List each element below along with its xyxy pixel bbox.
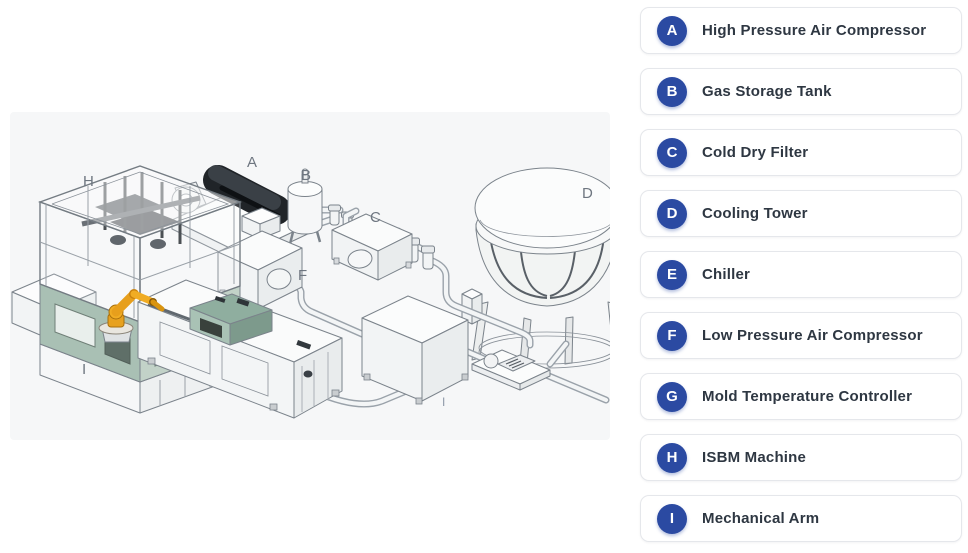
- legend-badge-a: A: [657, 15, 687, 46]
- legend-label-e: Chiller: [702, 266, 751, 283]
- legend-badge-g: G: [657, 381, 687, 412]
- legend-item-h: H ISBM Machine: [640, 434, 962, 481]
- legend-label-d: Cooling Tower: [702, 205, 808, 222]
- label-d: D: [582, 185, 593, 202]
- legend-item-c: C Cold Dry Filter: [640, 129, 962, 176]
- diagram-labels: A B C D F H I I: [82, 154, 593, 409]
- legend-label-f: Low Pressure Air Compressor: [702, 327, 923, 344]
- mold-unit: [189, 293, 273, 346]
- legend-badge-e: E: [657, 259, 687, 290]
- label-i-chiller: I: [442, 395, 445, 409]
- mechanical-arm: [98, 289, 165, 343]
- label-b: B: [301, 167, 311, 184]
- legend-item-a: A High Pressure Air Compressor: [640, 7, 962, 54]
- machinery-diagram-panel: A B C D F H I I: [10, 112, 623, 440]
- legend-label-b: Gas Storage Tank: [702, 83, 832, 100]
- legend-label-c: Cold Dry Filter: [702, 144, 809, 161]
- label-i-arm: I: [82, 361, 86, 378]
- chiller-box: [361, 295, 469, 405]
- cooling-tower: [461, 167, 623, 369]
- injection-bed: [137, 279, 343, 419]
- legend-label-h: ISBM Machine: [702, 449, 807, 466]
- legend-badge-f: F: [657, 320, 687, 351]
- cold-dry-filter: [331, 207, 413, 281]
- label-a: A: [247, 154, 257, 171]
- machinery-diagram: A B C D F H I I: [11, 154, 623, 419]
- legend-item-b: B Gas Storage Tank: [640, 68, 962, 115]
- label-f: F: [298, 267, 307, 284]
- legend-item-d: D Cooling Tower: [640, 190, 962, 237]
- legend-label-g: Mold Temperature Controller: [702, 388, 913, 405]
- legend-item-g: G Mold Temperature Controller: [640, 373, 962, 420]
- legend-badge-h: H: [657, 442, 687, 473]
- legend-badge-i: I: [657, 503, 687, 534]
- legend-item-e: E Chiller: [640, 251, 962, 298]
- legend-badge-b: B: [657, 76, 687, 107]
- pump-unit: [471, 349, 551, 391]
- legend-badge-d: D: [657, 198, 687, 229]
- legend-item-i: I Mechanical Arm: [640, 495, 962, 542]
- gas-storage-tank: [287, 168, 323, 245]
- label-c: C: [370, 209, 381, 226]
- label-h: H: [83, 173, 94, 190]
- legend-item-f: F Low Pressure Air Compressor: [640, 312, 962, 359]
- legend-label-i: Mechanical Arm: [702, 510, 820, 527]
- legend-badge-c: C: [657, 137, 687, 168]
- legend-label-a: High Pressure Air Compressor: [702, 22, 927, 39]
